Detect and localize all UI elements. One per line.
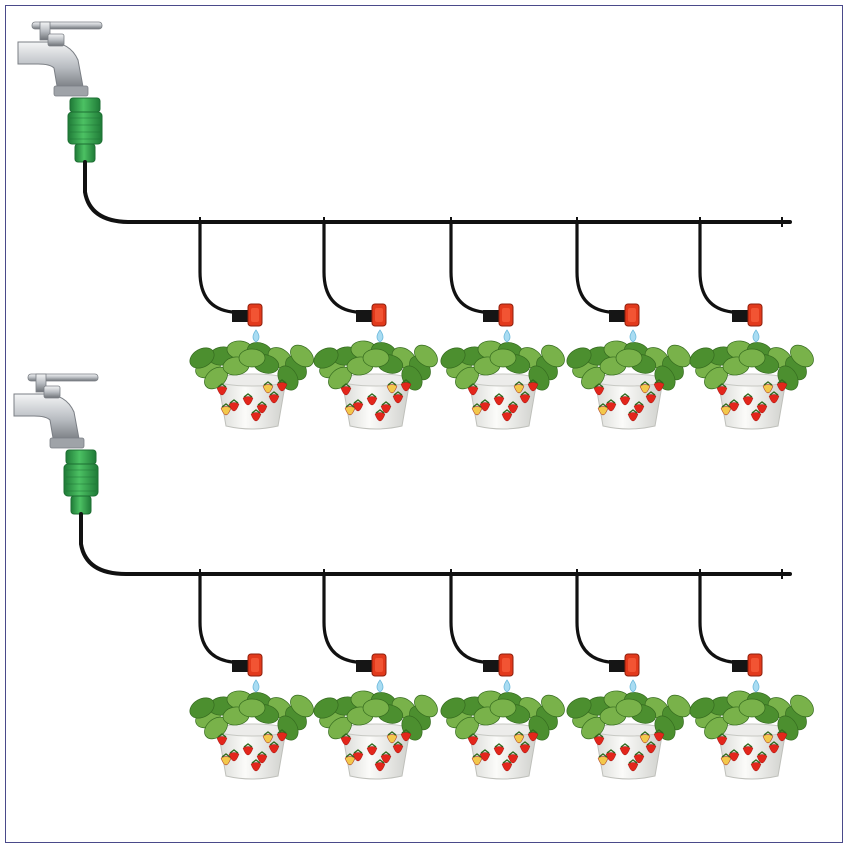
- strawberry-pot-icon: [566, 690, 691, 780]
- hose-connector-icon: [63, 449, 99, 515]
- strawberry-pot-icon: [566, 340, 691, 430]
- branch-tube: [322, 572, 358, 664]
- dripper-icon: [232, 303, 263, 343]
- branch-tube: [575, 220, 611, 314]
- strawberry-pot-icon: [689, 340, 814, 430]
- branch-tube: [198, 220, 234, 314]
- main-tube: [79, 512, 792, 576]
- water-tap-icon: [17, 21, 103, 97]
- branch-tube: [322, 220, 358, 314]
- strawberry-pot-icon: [189, 690, 314, 780]
- strawberry-pot-icon: [313, 690, 438, 780]
- dripper-icon: [356, 653, 387, 693]
- dripper-icon: [609, 653, 640, 693]
- dripper-icon: [732, 653, 763, 693]
- dripper-icon: [483, 303, 514, 343]
- main-tube: [83, 160, 792, 224]
- dripper-icon: [483, 653, 514, 693]
- strawberry-pot-icon: [189, 340, 314, 430]
- strawberry-pot-icon: [313, 340, 438, 430]
- hose-connector-icon: [67, 97, 103, 163]
- irrigation-line-lower: [13, 373, 814, 780]
- branch-tube: [198, 572, 234, 664]
- branch-tube: [698, 220, 734, 314]
- dripper-icon: [232, 653, 263, 693]
- strawberry-pot-icon: [440, 340, 565, 430]
- branch-tube: [449, 572, 485, 664]
- dripper-icon: [609, 303, 640, 343]
- strawberry-pot-icon: [440, 690, 565, 780]
- water-tap-icon: [13, 373, 99, 449]
- branch-tube: [449, 220, 485, 314]
- dripper-icon: [356, 303, 387, 343]
- branch-tube: [575, 572, 611, 664]
- dripper-icon: [732, 303, 763, 343]
- irrigation-line-upper: [17, 21, 814, 430]
- strawberry-pot-icon: [689, 690, 814, 780]
- branch-tube: [698, 572, 734, 664]
